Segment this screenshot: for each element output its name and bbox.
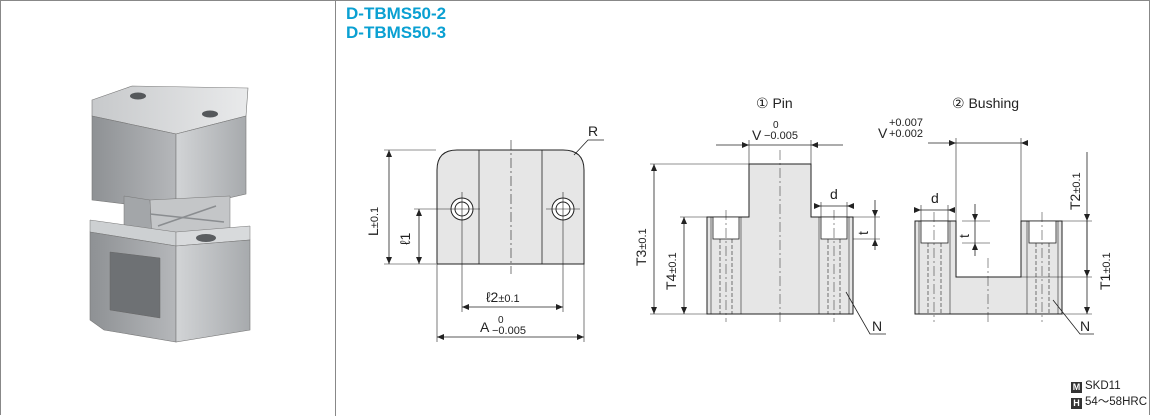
pin-outline <box>706 163 854 315</box>
dim-t4-label: T4±0.1 <box>663 252 679 290</box>
dim-n-bush-label: N <box>1080 318 1090 334</box>
upper-hole-1 <box>130 92 146 100</box>
pin-view-title: ① Pin <box>756 95 793 111</box>
material-icon: M <box>1071 382 1082 393</box>
lower-block-front <box>175 239 251 343</box>
dim-l2-label: ℓ2±0.1 <box>486 289 520 305</box>
column-divider <box>335 0 336 416</box>
dim-v-pin-tol-upper: 0 <box>773 120 779 131</box>
upper-hole-2 <box>202 110 218 118</box>
dim-v-bush-label: V <box>878 125 888 141</box>
dim-t3-label: T3±0.1 <box>633 228 649 266</box>
dim-a-tol-lower: −0.005 <box>492 325 526 337</box>
product-photo <box>89 85 251 343</box>
hardness-value: 54〜58HRC <box>1085 396 1147 408</box>
plate-outline <box>436 149 585 265</box>
dim-t-bush-label: t <box>956 234 972 238</box>
lower-slot <box>109 251 161 319</box>
dim-l-label: L±0.1 <box>365 207 381 236</box>
dim-v-bush-tol-lower: +0.002 <box>889 128 923 140</box>
model-name-1: D-TBMS50-2 <box>346 4 447 23</box>
dim-v-pin-label: V <box>752 127 762 143</box>
dim-t-pin-label: t <box>855 231 871 235</box>
dim-v-pin-tol-lower: −0.005 <box>764 130 798 142</box>
dim-d-bush-label: d <box>931 190 939 206</box>
dim-a-tol-upper: 0 <box>498 315 504 326</box>
dim-v-bush-tol-upper: +0.007 <box>889 117 923 129</box>
model-names: D-TBMS50-2 D-TBMS50-3 <box>346 4 446 42</box>
dim-n-pin-label: N <box>872 318 882 334</box>
dim-t1-label: T1±0.1 <box>1097 252 1113 290</box>
dim-l1-label: ℓ1 <box>397 232 413 245</box>
bushing-view-title: ② Bushing <box>952 95 1019 111</box>
dim-t2-label: T2±0.1 <box>1067 172 1083 210</box>
hardness-icon: H <box>1071 398 1082 409</box>
dim-d-pin-label: d <box>830 186 838 202</box>
upper-block-front <box>175 115 247 211</box>
material-value: SKD11 <box>1085 380 1121 392</box>
model-name-2: D-TBMS50-3 <box>346 23 447 42</box>
dim-r-label: R <box>588 123 598 139</box>
dim-a-label: A <box>480 319 490 335</box>
